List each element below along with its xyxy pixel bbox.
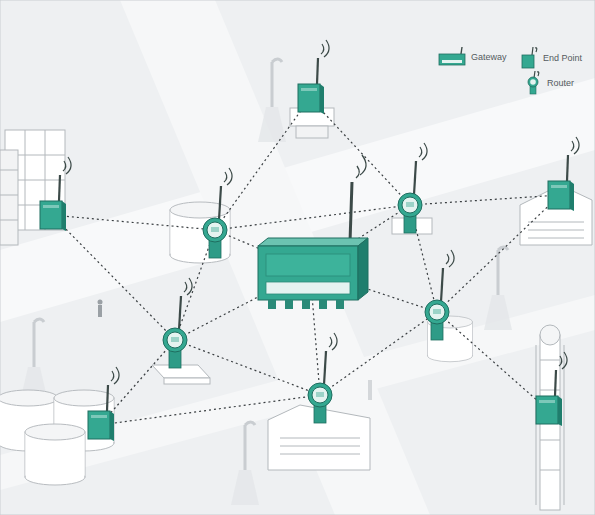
router-icon-face (530, 79, 536, 85)
buildings (0, 59, 592, 510)
illustration-part (215, 98, 310, 230)
illustration-part (528, 222, 584, 238)
illustration-part (175, 340, 320, 395)
illustration-part (319, 300, 327, 309)
icon-antenna (532, 47, 537, 55)
icon-antenna (461, 47, 462, 54)
illustration-part (296, 126, 328, 138)
legend-entry: Gateway (436, 46, 507, 68)
legend-label: End Point (543, 53, 582, 63)
illustration-part (280, 438, 360, 454)
illustration-part (164, 378, 210, 384)
illustration-part (258, 238, 368, 246)
illustration-part (163, 278, 192, 368)
gateway-icon (439, 54, 465, 65)
router-icon (528, 77, 538, 87)
illustration-part (308, 333, 337, 423)
illustration-part (285, 300, 293, 309)
illustration-part (425, 250, 454, 340)
illustration-part (302, 300, 310, 309)
illustration-part (52, 215, 175, 340)
legend-label: Router (547, 78, 574, 88)
illustration-part (358, 238, 368, 300)
illustration-part (203, 168, 232, 258)
illustration-part (336, 300, 344, 309)
gateway-device (258, 155, 368, 309)
illustration-part (266, 282, 350, 294)
illustration-part (266, 254, 350, 276)
illustration-part (88, 367, 119, 441)
illustration-part (437, 195, 560, 312)
illustration-part (98, 300, 103, 305)
illustration-part (215, 205, 410, 230)
illustration-part (258, 59, 286, 142)
illustration-part (320, 312, 437, 395)
illustration-part (100, 395, 320, 425)
legend-label: Gateway (471, 52, 507, 62)
illustration-part (258, 246, 358, 300)
illustration-part (25, 424, 85, 485)
illustration-part (40, 157, 71, 231)
illustration-part (410, 195, 560, 205)
person (98, 300, 103, 318)
illustration-part (548, 137, 579, 211)
post (368, 380, 372, 400)
illustration-part (268, 300, 344, 309)
end-points (40, 40, 579, 441)
legend-entry: Router (522, 70, 574, 96)
illustration-part (52, 215, 215, 230)
illustration-part (484, 247, 512, 330)
illustration-part (298, 40, 329, 114)
radio-links (52, 98, 560, 425)
illustration-part (98, 305, 102, 317)
illustration-part (356, 155, 366, 178)
illustration-part (398, 143, 427, 233)
illustration-part (268, 300, 276, 309)
endpoint-icon (522, 55, 534, 68)
legend-icon (522, 70, 544, 96)
illustration-part (540, 325, 560, 345)
routers (163, 143, 454, 423)
illustration-part (0, 170, 18, 220)
illustration-part (0, 150, 18, 245)
legend-icon (518, 46, 540, 70)
illustration-part (536, 345, 564, 505)
legend-icon (436, 46, 468, 68)
illustration-part (437, 312, 548, 410)
legend-entry: End Point (518, 46, 582, 70)
illustration-part (536, 352, 567, 426)
illustration-part (310, 98, 410, 205)
illustration-part (231, 422, 259, 505)
illustration-part (20, 319, 48, 402)
icon-panel (442, 60, 462, 63)
illustration-part (350, 182, 352, 242)
